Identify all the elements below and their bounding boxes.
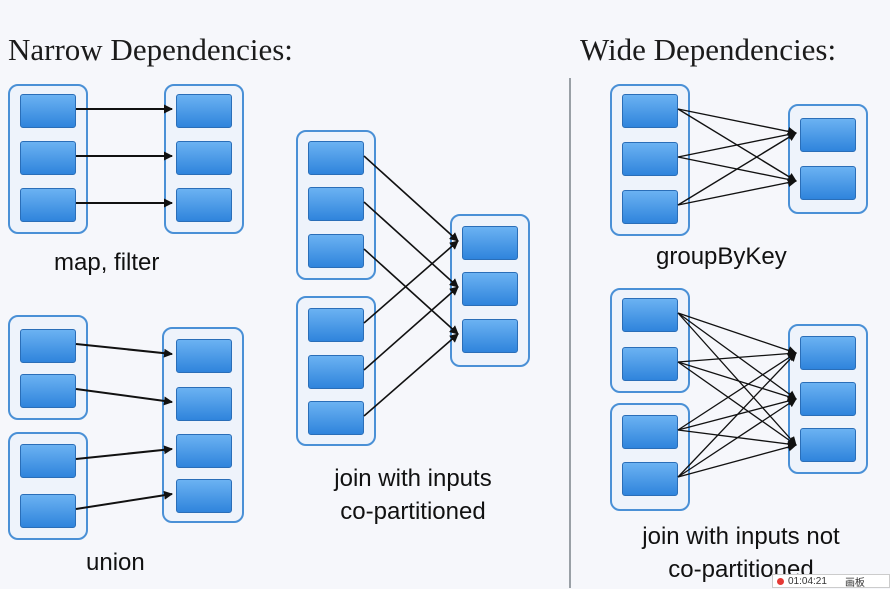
groupbykey-arrow <box>677 130 797 158</box>
partition <box>308 401 364 435</box>
partition <box>800 382 856 416</box>
join-copart-arrow <box>363 155 459 242</box>
join-output-rdd <box>450 214 530 367</box>
map-output-rdd <box>164 84 244 234</box>
union-arrow <box>75 490 173 510</box>
record-dot-icon <box>777 577 784 585</box>
union-input-rdd-1 <box>8 315 88 420</box>
partition <box>800 118 856 152</box>
partition <box>622 298 678 332</box>
partition <box>308 355 364 389</box>
join-copartitioned-caption-line1: join with inputs <box>334 465 492 492</box>
partition <box>176 479 232 513</box>
union-arrow <box>75 388 173 406</box>
partition <box>308 234 364 268</box>
join-copartitioned-caption-line2: co-partitioned <box>340 498 486 525</box>
join-nc-output-rdd <box>788 324 868 474</box>
partition <box>176 94 232 128</box>
partition <box>176 387 232 421</box>
partition <box>622 415 678 449</box>
partition <box>308 187 364 221</box>
partition <box>20 329 76 363</box>
wide-dependencies-title: Wide Dependencies: <box>580 32 837 67</box>
partition <box>308 141 364 175</box>
partition <box>800 336 856 370</box>
partition <box>622 462 678 496</box>
partition <box>622 190 678 224</box>
join-input-rdd-2 <box>296 296 376 446</box>
partition <box>800 166 856 200</box>
join-copart-arrow <box>363 333 459 417</box>
groupbykey-arrow <box>677 132 797 206</box>
partition <box>622 94 678 128</box>
join-copart-arrow <box>363 201 459 288</box>
join-nc-arrow <box>677 312 797 355</box>
join-nc-arrow <box>677 312 797 400</box>
join-copartitioned-caption: join with inputs co-partitioned <box>308 462 518 528</box>
join-nc-arrow <box>677 352 797 478</box>
narrow-dependencies-title: Narrow Dependencies: <box>8 32 293 67</box>
partition <box>20 374 76 408</box>
partition <box>20 188 76 222</box>
join-nc-arrow <box>677 442 797 478</box>
partition <box>308 308 364 342</box>
join-nc-arrow <box>677 398 797 478</box>
groupbykey-caption: groupByKey <box>656 243 787 270</box>
join-nc-arrow <box>677 349 797 363</box>
partition <box>622 142 678 176</box>
join-copart-arrow <box>363 248 459 335</box>
join-copart-arrow <box>363 240 459 324</box>
join-nc-arrow <box>677 352 797 431</box>
partition <box>20 141 76 175</box>
partition <box>176 434 232 468</box>
partition <box>462 226 518 260</box>
join-nc-arrow <box>677 361 797 446</box>
map-input-rdd <box>8 84 88 234</box>
groupbykey-input-rdd <box>610 84 690 236</box>
groupbykey-arrow <box>677 108 797 136</box>
partition <box>800 428 856 462</box>
join-nc-input-rdd-1 <box>610 288 690 393</box>
groupbykey-arrow <box>677 178 797 206</box>
partition <box>176 188 232 222</box>
partition <box>20 94 76 128</box>
partition <box>462 272 518 306</box>
partition <box>20 494 76 528</box>
map-filter-caption: map, filter <box>54 249 160 276</box>
partition <box>176 141 232 175</box>
partition <box>176 339 232 373</box>
union-input-rdd-2 <box>8 432 88 540</box>
partition <box>622 347 678 381</box>
partition <box>20 444 76 478</box>
union-caption: union <box>86 549 145 576</box>
recording-bar[interactable]: 01:04:21 画板 <box>772 574 890 589</box>
union-output-rdd <box>162 327 244 523</box>
join-copart-arrow <box>363 286 459 371</box>
join-nc-arrow <box>677 361 797 401</box>
partition <box>462 319 518 353</box>
union-arrow <box>75 343 173 358</box>
join-input-rdd-1 <box>296 130 376 280</box>
recording-time: 01:04:21 <box>788 575 827 587</box>
groupbykey-output-rdd <box>788 104 868 214</box>
join-not-copartitioned-caption-line1: join with inputs not <box>642 523 840 550</box>
recording-label[interactable]: 画板 <box>844 577 865 589</box>
section-divider <box>569 78 571 588</box>
union-arrow <box>75 445 173 460</box>
join-nc-arrow <box>677 312 797 446</box>
join-nc-input-rdd-2 <box>610 403 690 511</box>
